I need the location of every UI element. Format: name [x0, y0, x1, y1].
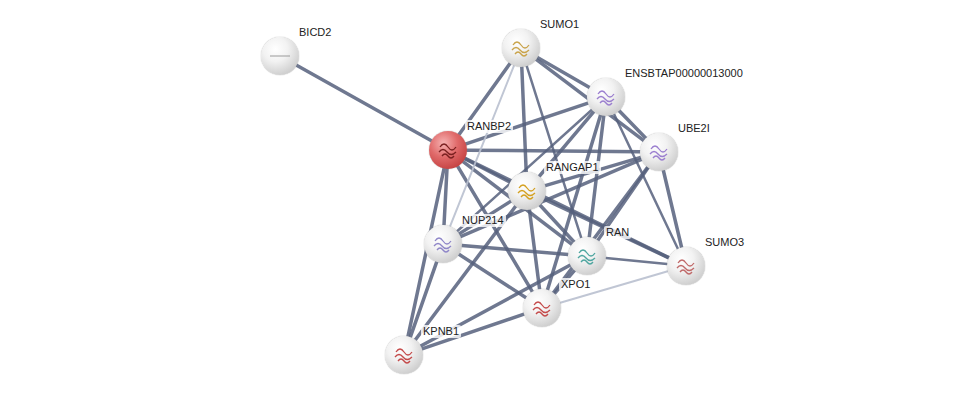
interaction-edge: [465, 158, 669, 257]
protein-node: XPO1: [523, 289, 561, 327]
structure-glyph: [667, 247, 705, 285]
structure-stroke: [434, 238, 451, 252]
interaction-edge: [663, 170, 681, 247]
structure-stroke: [518, 185, 535, 199]
node-label: BICD2: [297, 26, 333, 39]
structure-glyph: [424, 225, 462, 263]
interaction-edge: [444, 169, 447, 225]
node-label: SUMO1: [538, 18, 581, 31]
structure-stroke: [512, 42, 529, 56]
structure-glyph: [640, 133, 678, 171]
protein-node: RANBP2: [429, 131, 467, 169]
structure-glyph: [587, 78, 625, 116]
interaction-edge: [529, 210, 539, 289]
interaction-edge: [553, 167, 647, 293]
structure-glyph: [508, 172, 546, 210]
structure-glyph: [429, 131, 467, 169]
interaction-edge: [460, 159, 641, 236]
interaction-edge: [544, 199, 669, 258]
structure-glyph: [523, 289, 561, 327]
interaction-edge: [462, 246, 568, 255]
node-label: XPO1: [559, 278, 592, 291]
protein-node: RANGAP1: [508, 172, 546, 210]
protein-node: ENSBTAP00000013000: [587, 78, 625, 116]
protein-node: SUMO3: [667, 247, 705, 285]
structure-stroke: [578, 250, 595, 264]
protein-node: KPNB1: [385, 336, 423, 374]
protein-node: RAN: [568, 237, 606, 275]
interaction-edge: [421, 265, 571, 346]
structure-stroke: [650, 146, 667, 160]
node-label: SUMO3: [703, 236, 746, 249]
protein-node: UBE2I: [640, 133, 678, 171]
structure-stroke: [270, 56, 290, 57]
interaction-edge: [297, 65, 432, 140]
interaction-edge: [522, 67, 526, 172]
node-label: KPNB1: [421, 325, 461, 338]
interaction-edge: [459, 254, 526, 297]
node-label: UBE2I: [676, 122, 712, 135]
structure-stroke: [439, 144, 456, 158]
protein-node: BICD2: [261, 37, 299, 75]
node-label: NUP214: [460, 214, 506, 227]
interaction-edge: [606, 258, 667, 264]
structure-glyph: [385, 336, 423, 374]
interaction-edge: [459, 201, 511, 234]
interaction-edge: [537, 57, 589, 87]
node-label: ENSBTAP00000013000: [623, 67, 745, 80]
structure-stroke: [533, 302, 550, 316]
structure-stroke: [677, 260, 694, 274]
protein-node: NUP214: [424, 225, 462, 263]
node-label: RANGAP1: [544, 161, 601, 174]
structure-glyph: [568, 237, 606, 275]
structure-stroke: [597, 91, 614, 105]
node-label: RANBP2: [465, 120, 513, 133]
node-label: RAN: [604, 226, 631, 239]
structure-stroke: [395, 349, 412, 363]
structure-glyph: [502, 29, 540, 67]
interaction-edge: [422, 314, 524, 349]
structure-glyph: [261, 37, 299, 75]
protein-node: SUMO1: [502, 29, 540, 67]
